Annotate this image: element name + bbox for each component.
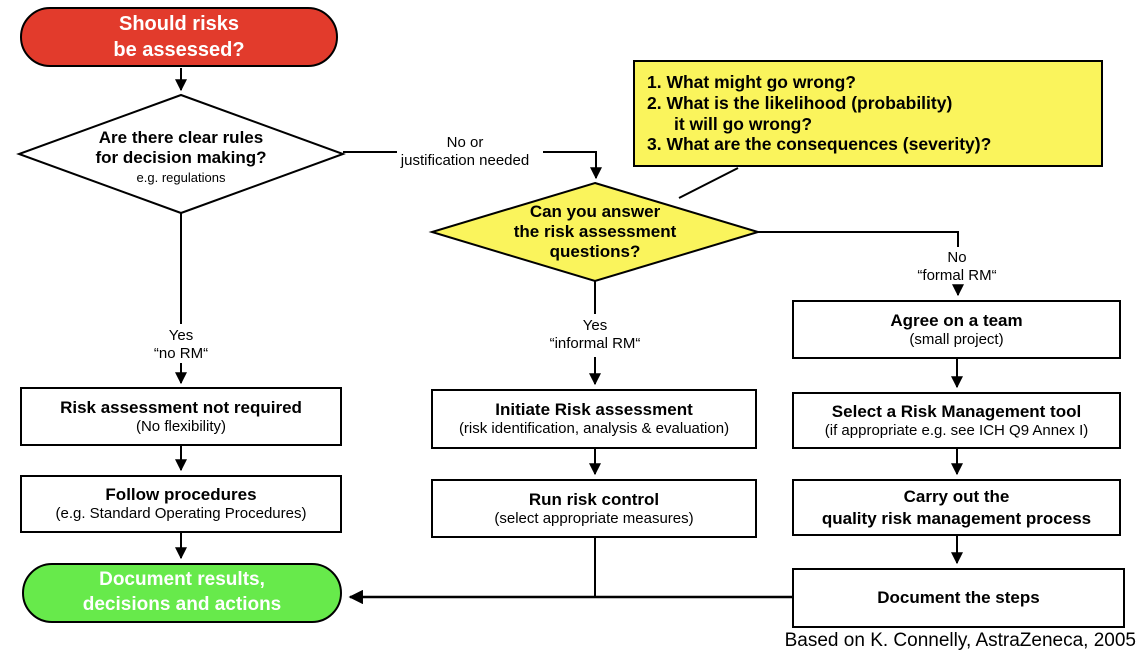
node-subtitle: (e.g. Standard Operating Procedures) [55, 505, 307, 523]
decision-line: questions? [549, 242, 641, 262]
edge-label-line: Yes [168, 327, 194, 344]
node-line: Should risks [118, 13, 240, 35]
node-title: Initiate Risk assessment [495, 400, 693, 419]
node-subtitle: (risk identification, analysis & evaluat… [458, 420, 730, 438]
decision-answer-questions-text: Can you answer the risk assessment quest… [480, 199, 710, 265]
node-follow-procedures: Follow procedures (e.g. Standard Operati… [20, 475, 342, 533]
edge-label-no-formal-rm: No “formal RM“ [892, 249, 1022, 284]
edge-label-yes-no-rm: Yes “no RM“ [121, 327, 241, 362]
node-should-risks-be-assessed: Should risks be assessed? [20, 7, 338, 67]
node-run-risk-control: Run risk control (select appropriate mea… [431, 479, 757, 538]
node-title: Agree on a team [890, 310, 1023, 330]
note-item: 3. What are the consequences (severity)? [647, 134, 992, 155]
decision-line: Are there clear rules [98, 128, 264, 148]
decision-line: the risk assessment [513, 221, 677, 241]
node-title: Risk assessment not required [60, 397, 302, 417]
node-title: Select a Risk Management tool [831, 401, 1082, 421]
node-risk-assessment-not-required: Risk assessment not required (No flexibi… [20, 387, 342, 446]
node-title: Run risk control [528, 489, 660, 509]
node-line: decisions and actions [82, 594, 282, 615]
node-document-results: Document results, decisions and actions [22, 563, 342, 623]
node-subtitle: (small project) [909, 330, 1004, 348]
edge-label-no-or-justification: No or justification needed [390, 134, 540, 169]
node-line: Document results, [99, 569, 265, 591]
decision-note: e.g. regulations [136, 170, 226, 186]
edge-label-yes-informal-rm: Yes “informal RM“ [525, 317, 665, 352]
node-subtitle: (No flexibility) [135, 417, 226, 435]
edge-label-line: “informal RM“ [549, 334, 641, 352]
decision-clear-rules-text: Are there clear rules for decision makin… [56, 118, 306, 196]
note-item-continued: it will go wrong? [674, 113, 813, 134]
note-item: 1. What might go wrong? [647, 72, 857, 93]
note-item: 2. What is the likelihood (probability) [647, 92, 953, 113]
attribution-text: Based on K. Connelly, AstraZeneca, 2005 [784, 630, 1136, 651]
node-carry-out-qrm-process: Carry out the quality risk management pr… [792, 479, 1121, 536]
edge-label-line: No [947, 249, 967, 266]
node-agree-on-a-team: Agree on a team (small project) [792, 300, 1121, 359]
edge-label-line: “no RM“ [153, 344, 209, 362]
decision-line: for decision making? [95, 148, 267, 168]
node-document-the-steps: Document the steps [792, 568, 1125, 628]
edge-label-line: “formal RM“ [917, 266, 997, 284]
connector-lines [175, 68, 964, 605]
risk-questions-note: 1. What might go wrong? 2. What is the l… [633, 60, 1103, 167]
node-subtitle: (select appropriate measures) [494, 509, 694, 527]
node-subtitle: (if appropriate e.g. see ICH Q9 Annex I) [824, 421, 1089, 439]
node-line: be assessed? [113, 39, 245, 61]
node-title: Document the steps [877, 588, 1040, 608]
node-initiate-risk-assessment: Initiate Risk assessment (risk identific… [431, 389, 757, 449]
edge-label-line: justification needed [400, 151, 530, 169]
edge-label-line: Yes [582, 317, 608, 334]
node-title: quality risk management process [821, 508, 1092, 528]
decision-line: Can you answer [529, 201, 661, 221]
edge-label-line: No or [446, 134, 484, 151]
node-select-risk-management-tool: Select a Risk Management tool (if approp… [792, 392, 1121, 449]
node-title: Follow procedures [105, 485, 257, 504]
node-title: Carry out the [903, 487, 1010, 507]
